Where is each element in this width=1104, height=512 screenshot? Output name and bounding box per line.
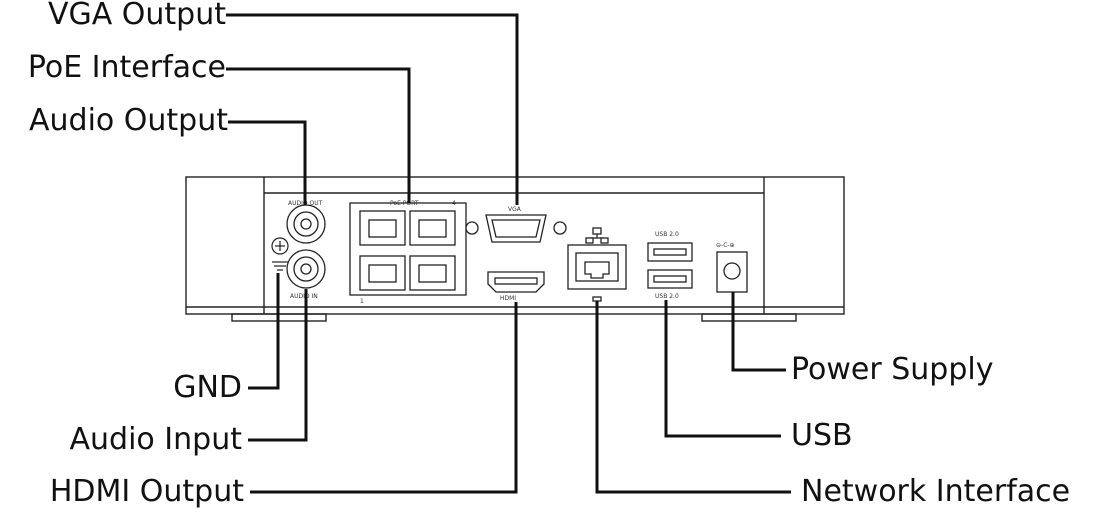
hdmi-port — [487, 271, 545, 293]
audio-in-panel-label: AUDIO IN — [290, 293, 318, 300]
power-symbol: ⊖-C-⊕ — [716, 242, 735, 249]
audio-input-label: Audio Input — [69, 422, 243, 457]
poe-port-block — [349, 202, 467, 296]
poe-port-last-number: 4 — [452, 200, 456, 207]
leader-power — [731, 292, 786, 372]
usb-bottom-panel-label: USB 2.0 — [655, 293, 679, 300]
poe-port-first-number: 1 — [360, 298, 364, 305]
network-interface-label: Network Interface — [801, 474, 1071, 509]
leader-hdmi — [250, 302, 518, 494]
leader-usb — [664, 300, 781, 438]
audio-output-label: Audio Output — [28, 103, 228, 138]
usb-ports — [647, 242, 693, 289]
poe-panel-label: PoE PORT — [390, 200, 419, 207]
poe-interface-label: PoE Interface — [27, 50, 226, 85]
usb-label: USB — [791, 418, 853, 453]
leader-audio-out — [228, 120, 307, 205]
vga-output-label: VGA Output — [47, 0, 226, 32]
leader-gnd — [248, 273, 280, 390]
vga-panel-label: VGA — [508, 206, 522, 213]
power-supply-label: Power Supply — [791, 352, 994, 387]
leader-vga — [226, 13, 519, 205]
leader-lines — [226, 13, 791, 494]
gnd-label: GND — [173, 370, 242, 405]
gnd-terminal — [271, 237, 289, 271]
usb-top-panel-label: USB 2.0 — [655, 231, 679, 238]
leader-audio-in — [248, 289, 308, 442]
leader-poe — [226, 67, 411, 203]
leader-network — [595, 301, 791, 494]
network-port — [567, 227, 627, 302]
vga-port — [465, 214, 567, 243]
hdmi-panel-label: HDMI — [500, 295, 516, 302]
audio-output-jack — [286, 204, 326, 244]
power-jack — [716, 251, 748, 293]
hdmi-output-label: HDMI Output — [49, 474, 244, 509]
audio-input-jack — [286, 249, 326, 289]
